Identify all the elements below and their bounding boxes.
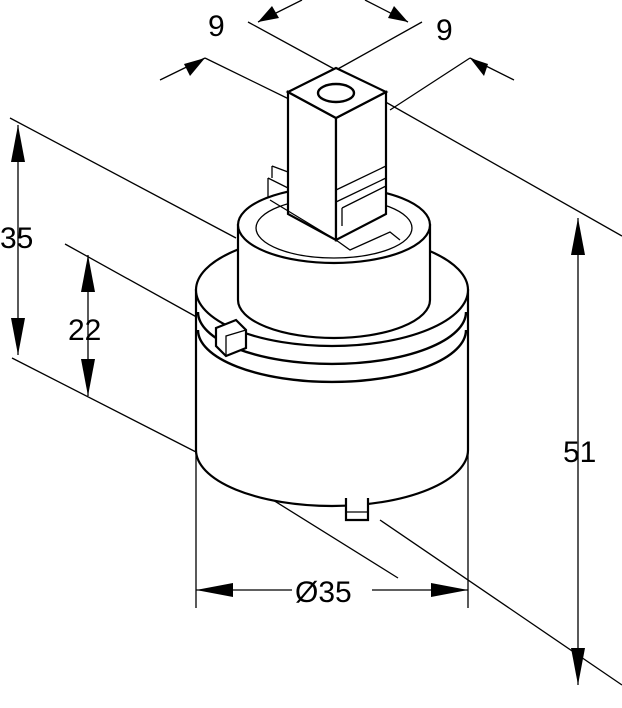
label-height-51: 51 xyxy=(563,436,596,469)
label-stem-right: 9 xyxy=(436,14,453,47)
arrow-icon xyxy=(571,648,585,685)
dimension-diameter xyxy=(196,583,468,597)
arrow-icon xyxy=(11,318,25,355)
arrow-icon xyxy=(184,58,205,76)
label-height-35: 35 xyxy=(0,222,33,255)
dimension-height-35 xyxy=(11,125,25,355)
arrow-icon xyxy=(81,359,95,396)
cartridge-stem xyxy=(267,66,401,251)
arrow-icon xyxy=(196,583,233,597)
arrow-icon xyxy=(571,218,585,255)
arrow-icon xyxy=(470,58,488,76)
arrow-icon xyxy=(258,6,279,22)
label-stem-left: 9 xyxy=(208,10,225,43)
dimension-stem-left xyxy=(159,0,303,81)
label-diameter: Ø35 xyxy=(295,576,352,609)
dimension-height-22 xyxy=(81,255,95,396)
arrow-icon xyxy=(11,125,25,162)
dimension-height-51 xyxy=(571,218,585,685)
arrow-icon xyxy=(81,255,95,292)
label-height-22: 22 xyxy=(68,314,101,347)
arrow-icon xyxy=(431,583,468,597)
dimension-stem-right xyxy=(364,0,515,81)
arrow-icon xyxy=(388,6,408,22)
